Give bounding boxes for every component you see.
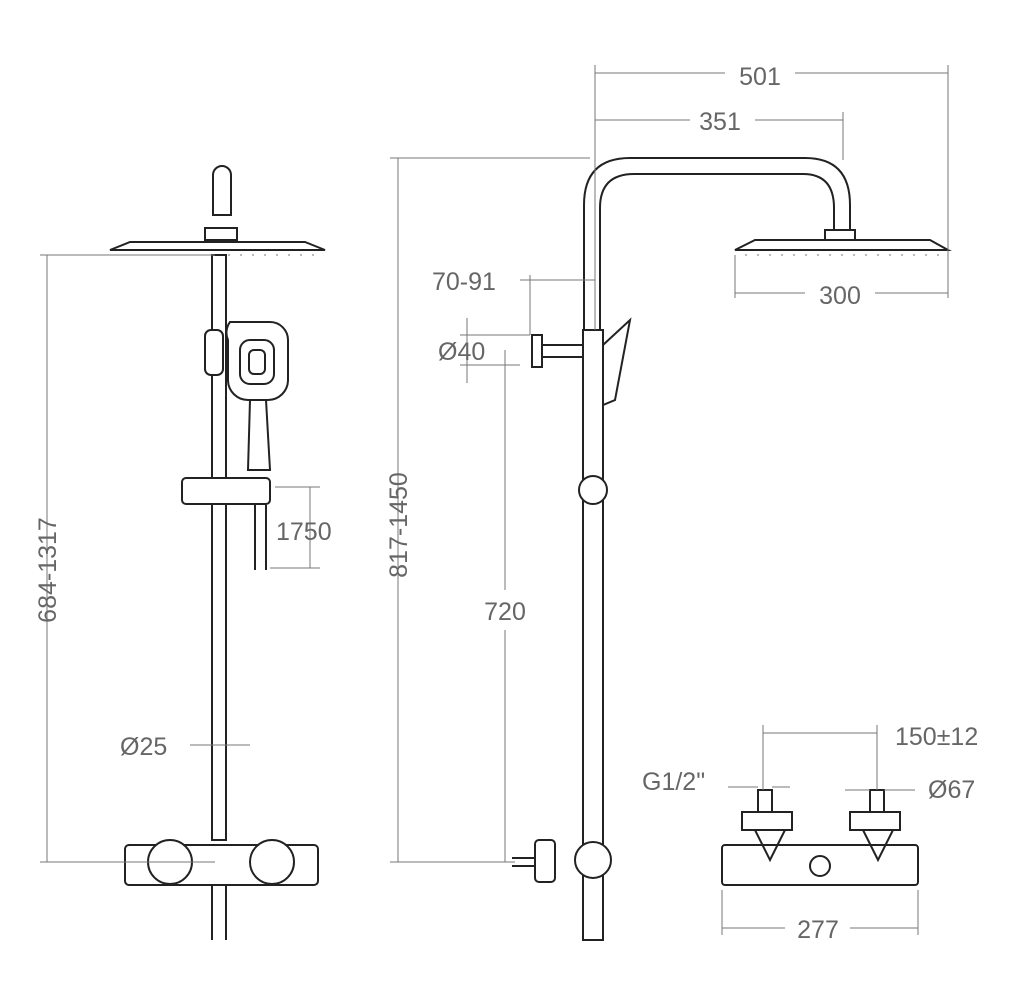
drawing-stroke: [809, 855, 831, 877]
drawing-stroke: [754, 829, 894, 863]
hose: [254, 505, 267, 570]
drawing-stroke: [249, 839, 295, 885]
slider-knob: [578, 475, 608, 505]
overhead-arm: [583, 157, 851, 330]
hand-shower-handle: [246, 399, 272, 471]
hand-shower-head: [225, 321, 289, 401]
dim-inlet-centers: 150±12: [895, 723, 978, 751]
dim-arm-projection: 351: [699, 108, 741, 136]
hand-shower-side: [602, 317, 632, 407]
dim-total-height-right: 817-1450: [385, 472, 413, 578]
head-connector: [204, 227, 238, 241]
drawing-stroke: [599, 173, 835, 330]
top-arm: [212, 165, 232, 216]
drawing-stroke: [204, 329, 224, 376]
dim-thread: G1/2": [642, 768, 705, 796]
drawing-stroke: [757, 789, 773, 813]
left-dimensions: 684-1317 1750 Ø25: [34, 254, 332, 863]
rail-pipe: [211, 254, 227, 841]
drawing-stroke: [239, 339, 275, 385]
dim-mixer-width: 277: [797, 916, 839, 944]
dim-pipe-diameter: Ø25: [120, 733, 167, 761]
dim-bracket-diameter: Ø40: [438, 338, 485, 366]
rain-head-plate: [109, 241, 326, 251]
drawing-stroke: [869, 789, 885, 813]
dim-wall-bracket-offset: 70-91: [432, 268, 496, 296]
front-view-column: [109, 165, 326, 940]
drawing-stroke: [824, 229, 856, 241]
drawing-stroke: [741, 811, 901, 831]
drawing-stroke: [248, 349, 266, 375]
drawing-stroke: [531, 334, 543, 368]
mixer-side: [534, 839, 556, 883]
drawing-stroke: [574, 841, 612, 879]
rain-head-side: [734, 239, 952, 251]
dim-flange-diameter: Ø67: [928, 776, 975, 804]
dim-total-height-left: 684-1317: [34, 517, 62, 623]
drawing-stroke: [211, 885, 227, 940]
slide-holder: [181, 477, 271, 505]
dim-bracket-height: 720: [484, 598, 526, 626]
dim-head-width: 300: [819, 282, 861, 310]
right-dimensions: 501 351 300 817-1450 70-91 Ø40 720: [385, 63, 949, 863]
side-view-column: [512, 157, 952, 941]
mixer-dimensions: 150±12 G1/2" Ø67 277: [642, 723, 978, 944]
dim-hose-length: 1750: [276, 518, 332, 546]
dim-overall-projection: 501: [739, 63, 781, 91]
mixer-front-view: [721, 789, 919, 886]
